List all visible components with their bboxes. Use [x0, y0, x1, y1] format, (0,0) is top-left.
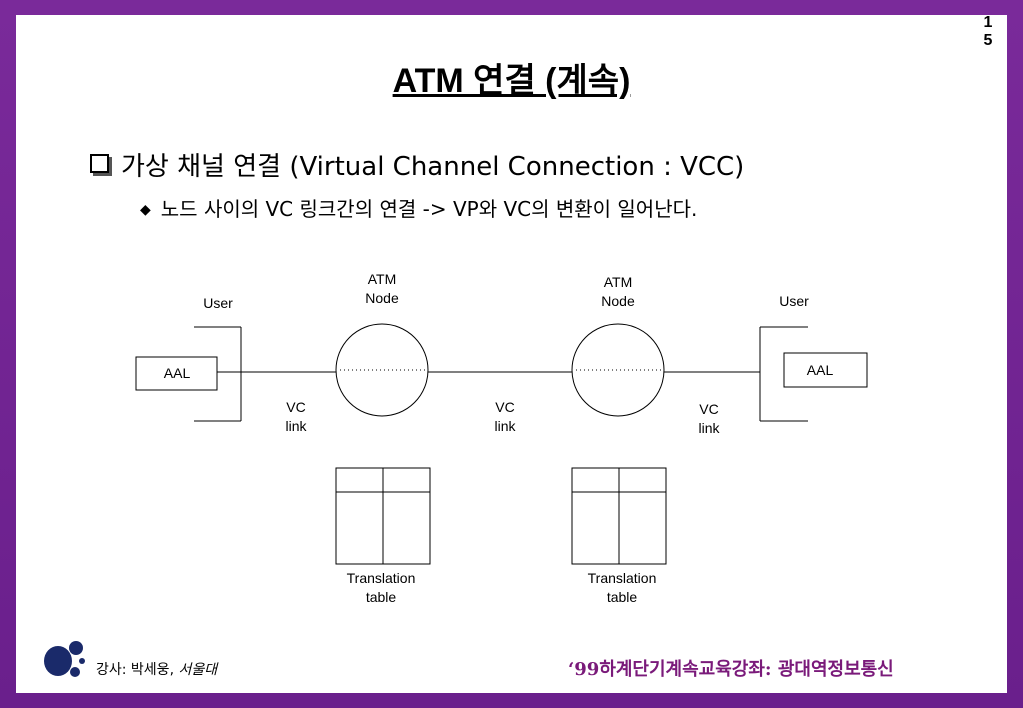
atm-node-1-label-line1: ATM — [368, 271, 397, 287]
translation-table-1-label-line1: Translation — [347, 570, 416, 586]
right-user-label: User — [779, 293, 809, 309]
left-user-label: User — [203, 295, 233, 311]
atm-node-2 — [571, 323, 665, 417]
bullet-level1: 가상 채널 연결 (Virtual Channel Connection : V… — [90, 146, 744, 183]
left-user-bracket — [194, 326, 242, 422]
atm-node-1 — [335, 323, 429, 417]
vc-link-1-label-line1: VC — [286, 399, 305, 415]
bullet-level2-text: 노드 사이의 VC 링크간의 연결 -> VP와 VC의 변환이 일어난다. — [160, 197, 698, 221]
diamond-bullet-icon: ◆ — [140, 202, 151, 218]
page-number-digit2: 5 — [983, 32, 993, 49]
page-number: 1 5 — [978, 15, 998, 50]
translation-table-2-label-line2: table — [607, 589, 638, 605]
atm-node-1-label-line2: Node — [365, 290, 399, 306]
left-aal-box — [135, 356, 218, 391]
translation-table-2 — [571, 467, 667, 565]
slide-title: ATM 연결 (계속) — [392, 62, 631, 100]
vc-link-1-label-line2: link — [285, 418, 307, 434]
translation-table-1 — [335, 467, 431, 565]
right-aal-label: AAL — [807, 362, 834, 378]
vc-link-2-label-line1: VC — [495, 399, 514, 415]
university-logo-icon — [44, 641, 85, 677]
slide-content: 1 5 ATM 연결 (계속) 가상 채널 연결 (Virtual Channe… — [16, 15, 1007, 693]
vc-link-3-label-line1: VC — [699, 401, 718, 417]
atm-vcc-diagram: AAL User AAL User ATM Node ATM Node VC l… — [135, 271, 868, 605]
checkbox-bullet-icon — [90, 154, 109, 173]
footer-instructor-affiliation: 서울대 — [178, 662, 218, 678]
footer-instructor: 강사: 박세웅, 서울대 — [96, 659, 217, 679]
atm-node-2-label-line1: ATM — [604, 274, 633, 290]
atm-node-2-label-line2: Node — [601, 293, 635, 309]
bullet-level2: ◆ 노드 사이의 VC 링크간의 연결 -> VP와 VC의 변환이 일어난다. — [140, 193, 697, 222]
right-aal-box — [783, 352, 868, 388]
vc-link-3-label-line2: link — [698, 420, 720, 436]
left-aal-label: AAL — [164, 365, 191, 381]
bullet-level1-text: 가상 채널 연결 (Virtual Channel Connection : V… — [121, 152, 745, 182]
translation-table-1-label-line2: table — [366, 589, 397, 605]
page-number-digit1: 1 — [983, 15, 993, 31]
translation-table-2-label-line1: Translation — [588, 570, 657, 586]
right-user-bracket — [759, 326, 808, 422]
vc-link-2-label-line2: link — [494, 418, 516, 434]
footer-instructor-name: 강사: 박세웅, — [96, 662, 179, 678]
footer-course-title: ‘99하계단기계속교육강좌: 광대역정보통신 — [568, 659, 894, 680]
